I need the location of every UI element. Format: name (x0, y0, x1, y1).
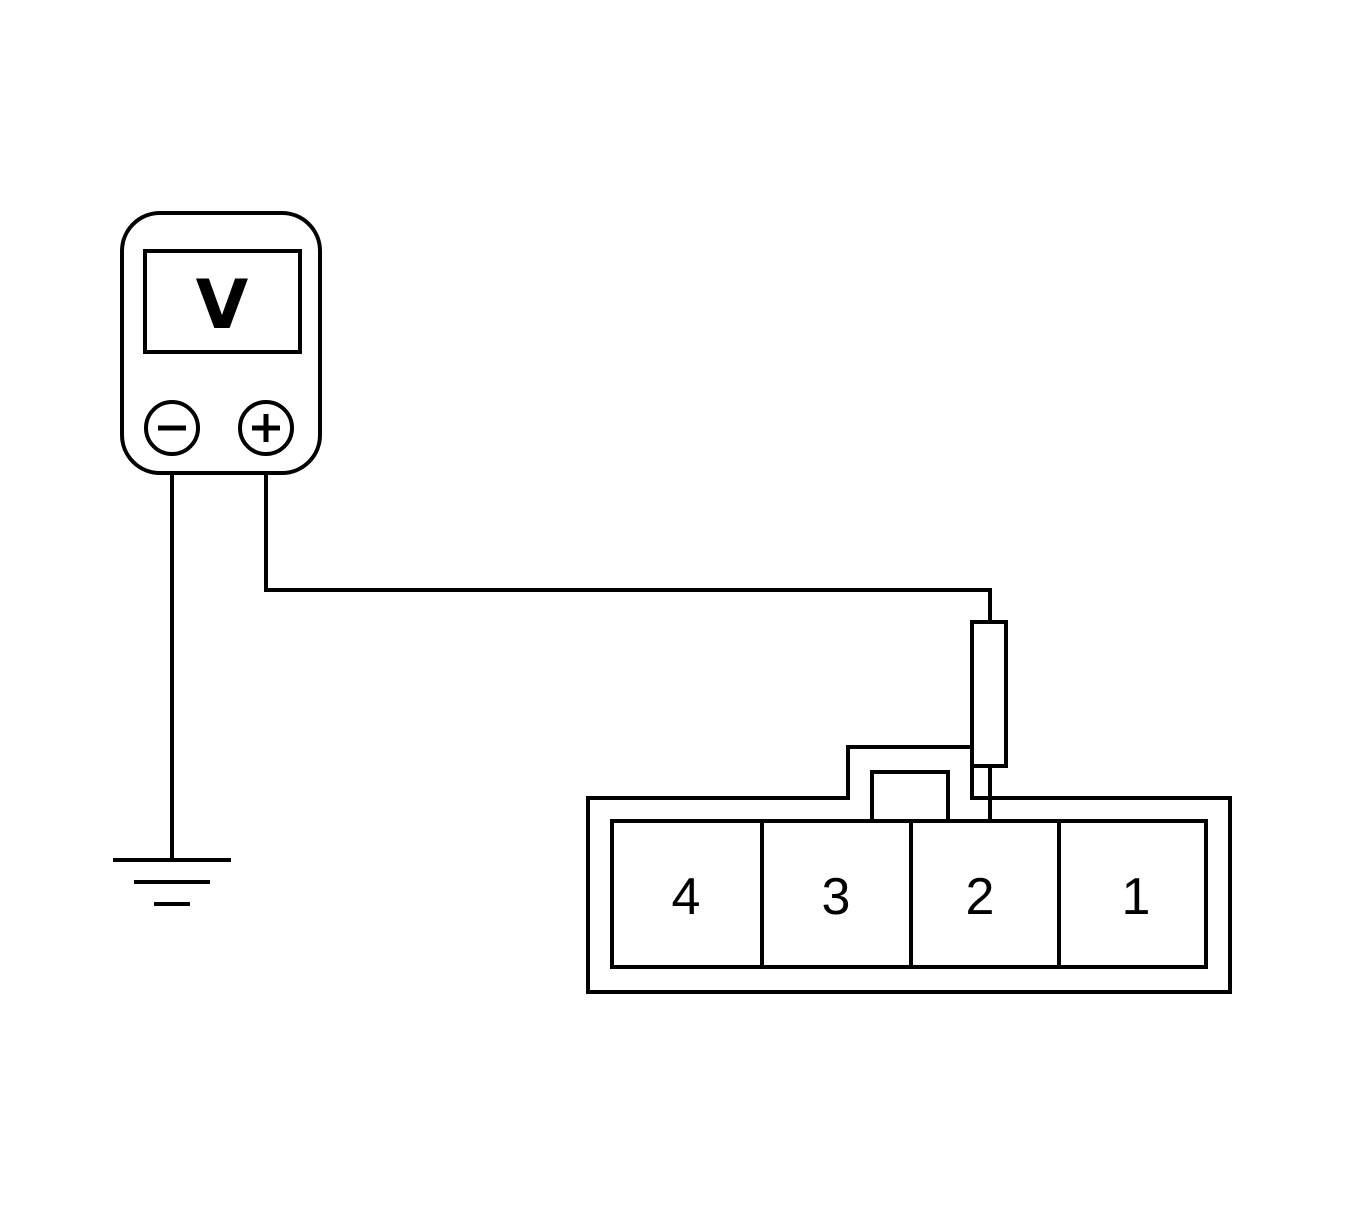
minus-circle-icon (144, 400, 200, 456)
voltmeter-display-label: V (196, 266, 249, 345)
ground-symbol-icon (113, 858, 231, 906)
pin-label-3: 3 (822, 868, 851, 926)
pin-label-1: 1 (1122, 868, 1151, 926)
back-probe (970, 620, 1008, 820)
probe-handle (970, 620, 1008, 768)
connector-lock-tab (870, 770, 950, 820)
positive-lead (264, 474, 992, 622)
voltmeter-display (143, 249, 302, 354)
plus-circle-icon (238, 400, 294, 456)
pin-label-2: 2 (966, 868, 995, 926)
connector-outer-housing (586, 745, 1232, 994)
voltmeter-body (120, 211, 322, 475)
connector: 4 3 2 1 (586, 745, 1232, 994)
voltmeter: V (120, 211, 322, 475)
pin-label-4: 4 (672, 868, 701, 926)
